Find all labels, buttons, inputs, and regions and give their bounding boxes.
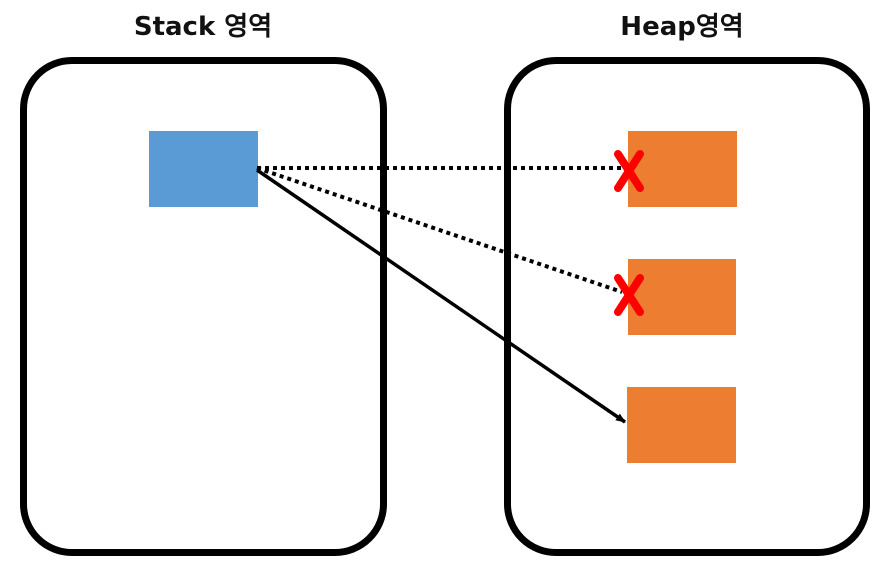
heap-object-1 [628,131,737,207]
heap-title: Heap영역 [620,12,744,42]
heap-object-2 [628,259,736,335]
cross-icon [614,150,644,192]
stack-title: Stack 영역 [133,12,273,42]
old-reference-line-2 [256,166,623,294]
heap-object-3 [627,387,736,463]
stack-reference-box [149,131,258,207]
current-reference-arrow [256,168,626,424]
cross-icon [614,274,644,316]
